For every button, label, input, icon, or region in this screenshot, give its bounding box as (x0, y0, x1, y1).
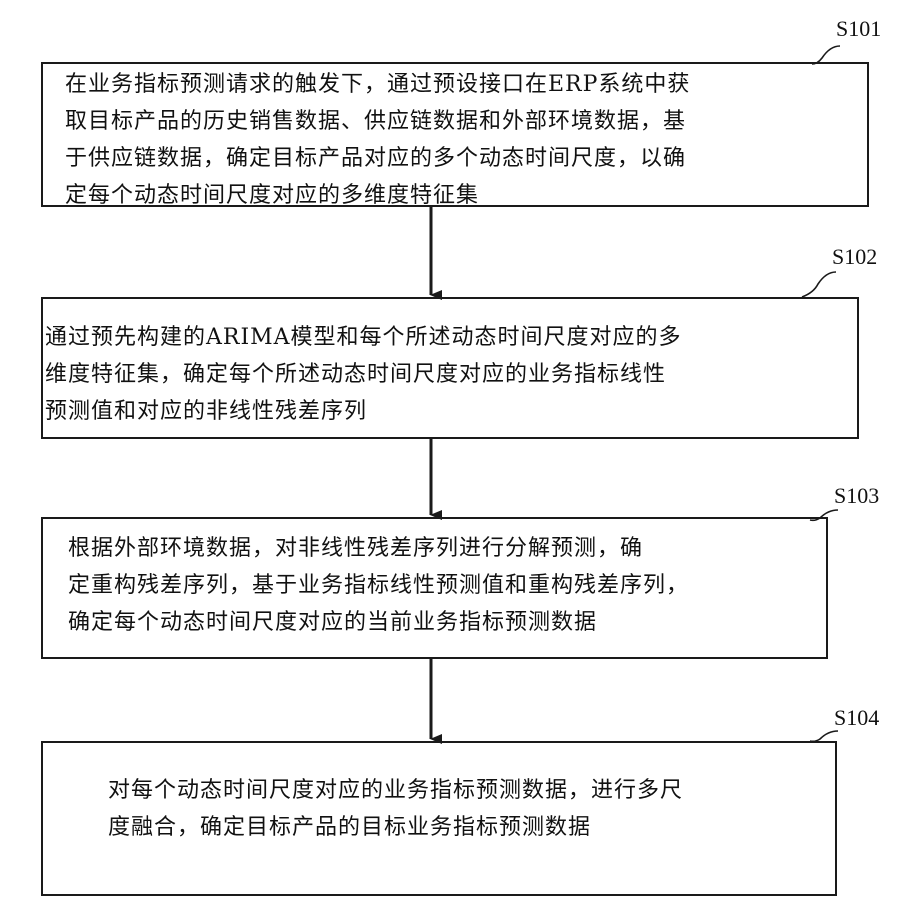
step-label-s104: S104 (834, 705, 879, 731)
step-label-s103: S103 (834, 483, 879, 509)
step-box-s101: 在业务指标预测请求的触发下，通过预设接口在ERP系统中获 取目标产品的历史销售数… (41, 62, 869, 207)
step-box-s102: 通过预先构建的ARIMA模型和每个所述动态时间尺度对应的多 维度特征集，确定每个… (41, 297, 859, 439)
leader-s104 (810, 731, 838, 741)
step-text-s103: 根据外部环境数据，对非线性残差序列进行分解预测，确 定重构残差序列，基于业务指标… (43, 519, 826, 657)
step-text-s101: 在业务指标预测请求的触发下，通过预设接口在ERP系统中获 取目标产品的历史销售数… (43, 64, 867, 205)
step-text-s102: 通过预先构建的ARIMA模型和每个所述动态时间尺度对应的多 维度特征集，确定每个… (43, 299, 857, 437)
step-text-s104: 对每个动态时间尺度对应的业务指标预测数据，进行多尺 度融合，确定目标产品的目标业… (43, 743, 835, 894)
step-box-s103: 根据外部环境数据，对非线性残差序列进行分解预测，确 定重构残差序列，基于业务指标… (41, 517, 828, 659)
step-box-s104: 对每个动态时间尺度对应的业务指标预测数据，进行多尺 度融合，确定目标产品的目标业… (41, 741, 837, 896)
step-label-s102: S102 (832, 244, 877, 270)
step-label-s101: S101 (836, 16, 881, 42)
leader-s102 (802, 272, 836, 297)
